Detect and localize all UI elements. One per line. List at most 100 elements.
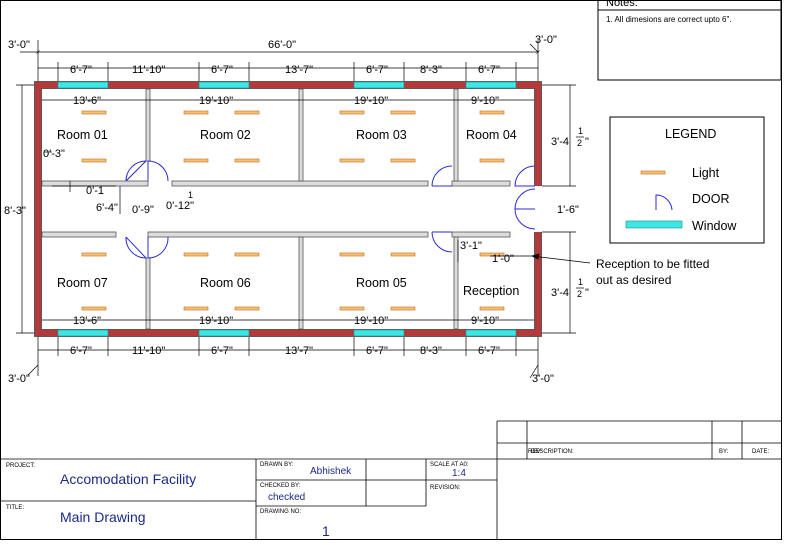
revision-label: REVISION: [430,485,461,491]
reception-note-line-1: Reception to be fitted [596,257,709,271]
window [353,329,405,337]
light [183,306,209,311]
checked-by-label: CHECKED BY: [260,483,301,489]
window [57,81,109,89]
dim-top-seg-3: 6'-7" [211,64,233,76]
dim-door-gap-num: 1 [188,190,193,200]
drawn-by-value: Abhishek [310,466,352,477]
dim-top-seg-7: 6'-7" [478,64,500,76]
dim-overall-length: 66'-0" [268,39,296,51]
door [147,160,169,182]
dim-reception-width: 9'-10" [471,315,499,327]
door [147,236,169,259]
rev-label: REV: [528,449,542,455]
reception-note-line-2: out as desired [596,273,671,287]
legend-title: LEGEND [665,127,716,141]
door [431,165,453,187]
dim-bottom-seg-4: 13'-7" [285,345,313,357]
legend: LEGEND Light DOOR Window [609,116,765,244]
window [465,329,517,337]
room-04-label: Room 04 [466,128,517,142]
project-label: PROJECT: [6,463,35,469]
windows-bottom [57,329,517,337]
dim-right-bottom-frac-num: 1 [578,277,583,287]
dim-reception-wall: 3'-1" [460,240,482,252]
light [390,252,416,257]
dim-room-02-width: 19'-10" [199,95,233,107]
scale-value: 1:4 [452,468,466,479]
dim-ext-right-bottom: 3'-0" [532,373,554,385]
dim-right-bottom-close: " [585,287,589,299]
dim-right-top-height: 3'-4 [551,136,569,148]
dimensions [16,40,591,379]
scale-label: SCALE AT A0: [430,462,469,468]
legend-door-label: DOOR [692,192,730,206]
dim-top-seg-4: 13'-7" [285,64,313,76]
room-07-label: Room 07 [57,276,108,290]
description-label: DESCRIPTION: [531,449,574,455]
light [339,158,365,163]
window [353,81,405,89]
dim-door-gap: 0'-12" [166,200,194,212]
interior-walls [41,88,511,330]
light [479,306,505,311]
legend-light-symbol [640,170,666,175]
drawing-title: Main Drawing [60,509,146,525]
date-label: DATE: [752,449,770,455]
dim-right-top-frac-num: 1 [578,126,583,136]
light [81,306,107,311]
legend-light-label: Light [692,166,720,180]
dim-top-seg-1: 6'-7" [70,64,92,76]
project-name: Accomodation Facility [60,471,196,487]
legend-door-symbol [655,194,673,211]
dim-ext-right-top: 3'-0" [535,34,557,46]
light [183,252,209,257]
room-03-label: Room 03 [356,128,407,142]
dim-wall-thickness-2: 0'-1 [86,185,104,197]
dim-right-top-close: " [585,136,589,148]
room-02-label: Room 02 [200,128,251,142]
floor-plan: Room 01 Room 02 Room 03 Room 04 Room 07 … [34,81,543,337]
light [390,110,416,115]
dim-top-seg-6: 8'-3" [420,64,442,76]
drawing-no-label: DRAWING NO: [260,509,301,515]
dim-room-03-width: 19'-10" [354,95,388,107]
lights [81,110,505,311]
notes-title: Notes: [606,0,638,9]
dim-bottom-seg-6: 8'-3" [420,345,442,357]
dim-room-06-width: 19'-10" [199,315,233,327]
light [339,110,365,115]
dim-room-05-width: 19'-10" [354,315,388,327]
room-06-label: Room 06 [200,276,251,290]
light [234,158,260,163]
dim-room-01-width: 13'-6" [73,95,101,107]
by-label: BY: [719,449,729,455]
title-block [0,420,781,540]
dim-room-04-width: 9'-10" [471,95,499,107]
dim-bottom-seg-3: 6'-7" [211,345,233,357]
window [465,81,517,89]
dim-right-top-frac-den: 2 [577,138,582,148]
dim-ext-left-bottom: 3'-0" [8,373,30,385]
dim-top-seg-2: 11'-10" [132,64,165,76]
windows-top [57,81,517,89]
dim-entrance-width: 1'-6" [557,204,579,216]
dim-ext-left-top: 3'-0" [8,39,30,51]
light [234,110,260,115]
dim-bottom-seg-1: 6'-7" [70,345,92,357]
title-label: TITLE: [6,505,24,511]
notes-box: Notes: 1. All dimesions are correct upto… [597,0,782,81]
doors [125,160,536,259]
light [479,110,505,115]
light [390,158,416,163]
window [57,329,109,337]
dim-top-seg-5: 6'-7" [366,64,388,76]
dim-bottom-seg-7: 6'-7" [478,345,500,357]
window [198,329,250,337]
dim-door-offset: 0'-9" [132,204,154,216]
light [183,158,209,163]
dim-overall-height: 8'-3" [4,205,26,217]
light [390,306,416,311]
